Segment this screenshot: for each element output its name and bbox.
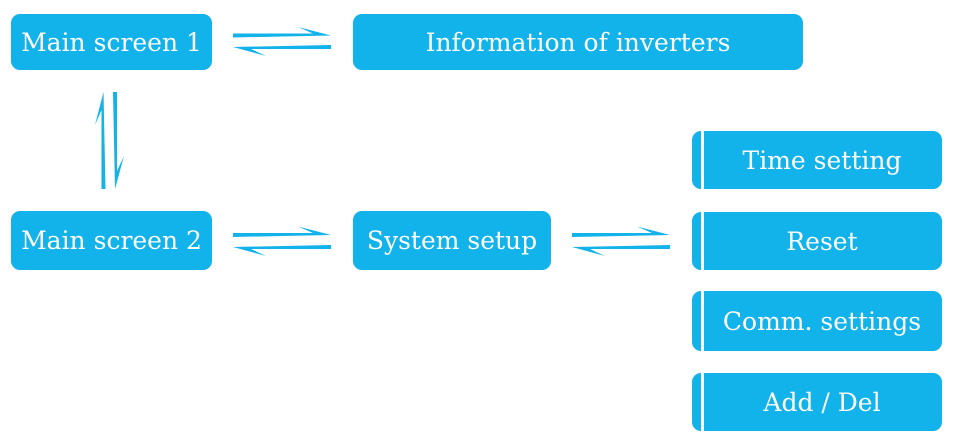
node-main-screen-1[interactable]: Main screen 1: [11, 14, 212, 70]
node-time-setting-label: Time setting: [742, 145, 902, 175]
arrow-left: [233, 245, 331, 256]
arrow-left: [233, 45, 331, 56]
node-system-setup-label: System setup: [366, 226, 538, 255]
bidirectional-arrow-main2-setup: [233, 226, 331, 256]
arrow-right: [572, 226, 670, 237]
node-information-of-inverters[interactable]: Information of inverters: [353, 14, 803, 70]
node-main-screen-2-label: Main screen 2: [21, 226, 202, 255]
node-reset-label: Reset: [786, 226, 858, 256]
bidirectional-arrow-main1-main2: [95, 92, 124, 189]
node-information-of-inverters-label: Information of inverters: [425, 27, 731, 57]
node-comm-settings[interactable]: Comm. settings: [692, 291, 942, 351]
node-comm-settings-label: Comm. settings: [722, 306, 922, 336]
node-main-screen-2[interactable]: Main screen 2: [11, 211, 212, 270]
bidirectional-arrow-setup-settings: [572, 226, 670, 256]
arrow-right: [233, 27, 331, 38]
arrow-up: [95, 92, 106, 189]
divider-line: [701, 212, 704, 270]
divider-line: [701, 373, 704, 431]
node-time-setting[interactable]: Time setting: [692, 131, 942, 189]
node-main-screen-1-label: Main screen 1: [21, 27, 202, 57]
divider-line: [701, 131, 704, 189]
node-add-del[interactable]: Add / Del: [692, 373, 942, 431]
arrow-down: [113, 92, 124, 189]
node-reset[interactable]: Reset: [692, 212, 942, 270]
node-add-del-label: Add / Del: [763, 387, 881, 417]
bidirectional-arrow-main1-info: [233, 27, 331, 56]
node-system-setup[interactable]: System setup: [353, 211, 551, 270]
divider-line: [701, 291, 704, 351]
arrow-right: [233, 226, 331, 237]
arrow-left: [572, 245, 670, 256]
